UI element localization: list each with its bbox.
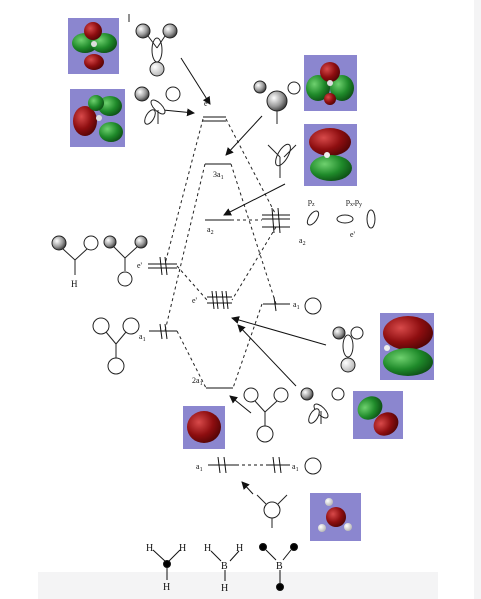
atom-m2-4: H <box>221 583 228 594</box>
fragment-sketch-right-1 <box>253 80 301 124</box>
bottom-band <box>38 572 438 599</box>
label-h-atom: H <box>71 279 78 289</box>
orbital-panel-e-prime-left-1 <box>68 18 119 74</box>
p-orbital-sketches <box>306 209 376 229</box>
level-right-a1-prime-upper <box>263 296 290 312</box>
label-a2-right: a2 <box>299 236 306 247</box>
level-core-right <box>266 456 290 474</box>
label-pz: pz <box>308 197 315 208</box>
label-e-right: e' <box>350 230 356 239</box>
orbital-panel-e-prime-bonding <box>380 313 434 380</box>
molecule-h3 <box>152 549 181 580</box>
level-e-prime-bonding <box>207 290 232 310</box>
fragment-sketch-right-2 <box>267 143 297 178</box>
label-2a1: 2a1 <box>192 376 203 387</box>
label-e-prime-top: e' <box>204 99 210 108</box>
fragment-h3-left-a1 <box>92 317 140 375</box>
orbital-panel-bh3-model <box>310 493 361 541</box>
correlation-lines <box>164 118 277 389</box>
atom-m2-3: H <box>236 543 243 554</box>
page-edge <box>474 0 481 599</box>
fragment-2a1-right <box>243 387 289 443</box>
fragment-right-a1-upper <box>304 297 322 315</box>
level-core-left <box>208 456 236 474</box>
label-pxy: px,py <box>346 197 362 208</box>
atom-m1-3: H <box>163 582 170 593</box>
atom-m1-2: H <box>179 543 186 554</box>
arrows <box>162 57 327 495</box>
fragment-sketch-left-2 <box>134 86 181 125</box>
orbital-panel-e-prime-bonding-2 <box>353 391 403 439</box>
label-e-prime-bonding: e' <box>192 296 198 305</box>
fragment-right-e-bonding-b <box>300 387 345 424</box>
fragment-h3-left-b <box>103 235 148 287</box>
atom-m3-1: B <box>276 561 283 572</box>
molecule-b-orbitals <box>259 543 298 591</box>
level-e-prime-antibonding <box>203 116 226 122</box>
fragment-sketch-top <box>128 14 178 77</box>
label-left-a1: a1 <box>139 332 146 343</box>
orbital-panel-e-prime-right <box>304 55 357 111</box>
label-core-left: a1 <box>196 462 203 473</box>
atom-m2-2: B <box>221 561 228 572</box>
level-left-e-prime <box>148 256 177 276</box>
label-left-e-prime: e' <box>137 261 143 270</box>
fragment-core-sketch <box>256 494 288 528</box>
fragment-right-e-bonding-a <box>332 326 364 373</box>
label-a2-pp: a2 <box>207 225 214 236</box>
fragment-h3-left-a <box>51 235 99 275</box>
molecule-bh3 <box>210 550 240 581</box>
level-left-a1 <box>149 323 177 340</box>
orbital-panel-3a1 <box>304 124 357 186</box>
atom-m2-1: H <box>204 543 211 554</box>
label-core-right: a1 <box>292 462 299 473</box>
level-right-p <box>262 207 290 234</box>
core-s-orbital <box>304 457 322 475</box>
orbital-panel-e-prime-left-2 <box>70 89 125 147</box>
orbital-panel-2a1 <box>183 406 225 449</box>
atom-m1-1: H <box>146 543 153 554</box>
label-right-a1-prime-upper: a1 <box>293 300 300 311</box>
label-3a1: 3a1 <box>213 170 224 181</box>
